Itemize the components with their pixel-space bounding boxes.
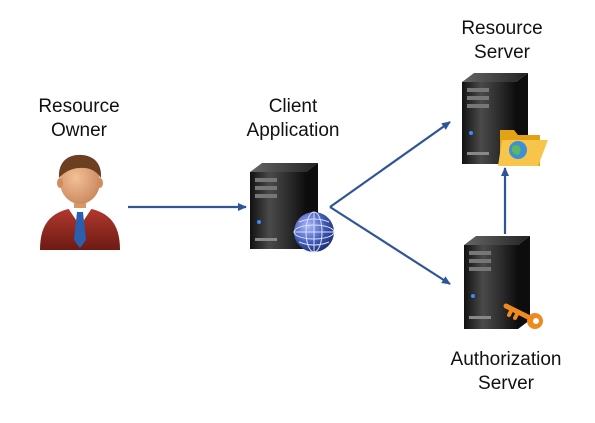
resource-owner-label: Resource Owner <box>20 95 138 143</box>
resource-server-label: Resource Server <box>440 17 564 65</box>
folder-icon <box>498 130 548 166</box>
key-icon <box>503 303 543 329</box>
client-application-label-line1: Client <box>268 96 318 117</box>
arrow-client-to-resource-server <box>329 121 451 208</box>
client-server-icon <box>250 163 318 249</box>
resource-owner-label-line2: Owner <box>51 120 107 141</box>
resource-owner-label-line1: Resource <box>38 96 120 117</box>
resource-server-label-line1: Resource <box>461 18 543 39</box>
resource-server-label-line2: Server <box>474 42 530 63</box>
globe-icon <box>293 211 335 253</box>
authorization-server-label-line1: Authorization <box>450 349 562 370</box>
client-application-label-line2: Application <box>246 120 340 141</box>
authorization-server-label-line2: Server <box>478 373 534 394</box>
person-icon <box>40 154 120 250</box>
authorization-server-label: Authorization Server <box>428 348 584 396</box>
arrow-client-to-authorization-server <box>329 206 451 285</box>
client-application-label: Client Application <box>228 95 358 143</box>
authorization-server-icon <box>464 236 530 329</box>
